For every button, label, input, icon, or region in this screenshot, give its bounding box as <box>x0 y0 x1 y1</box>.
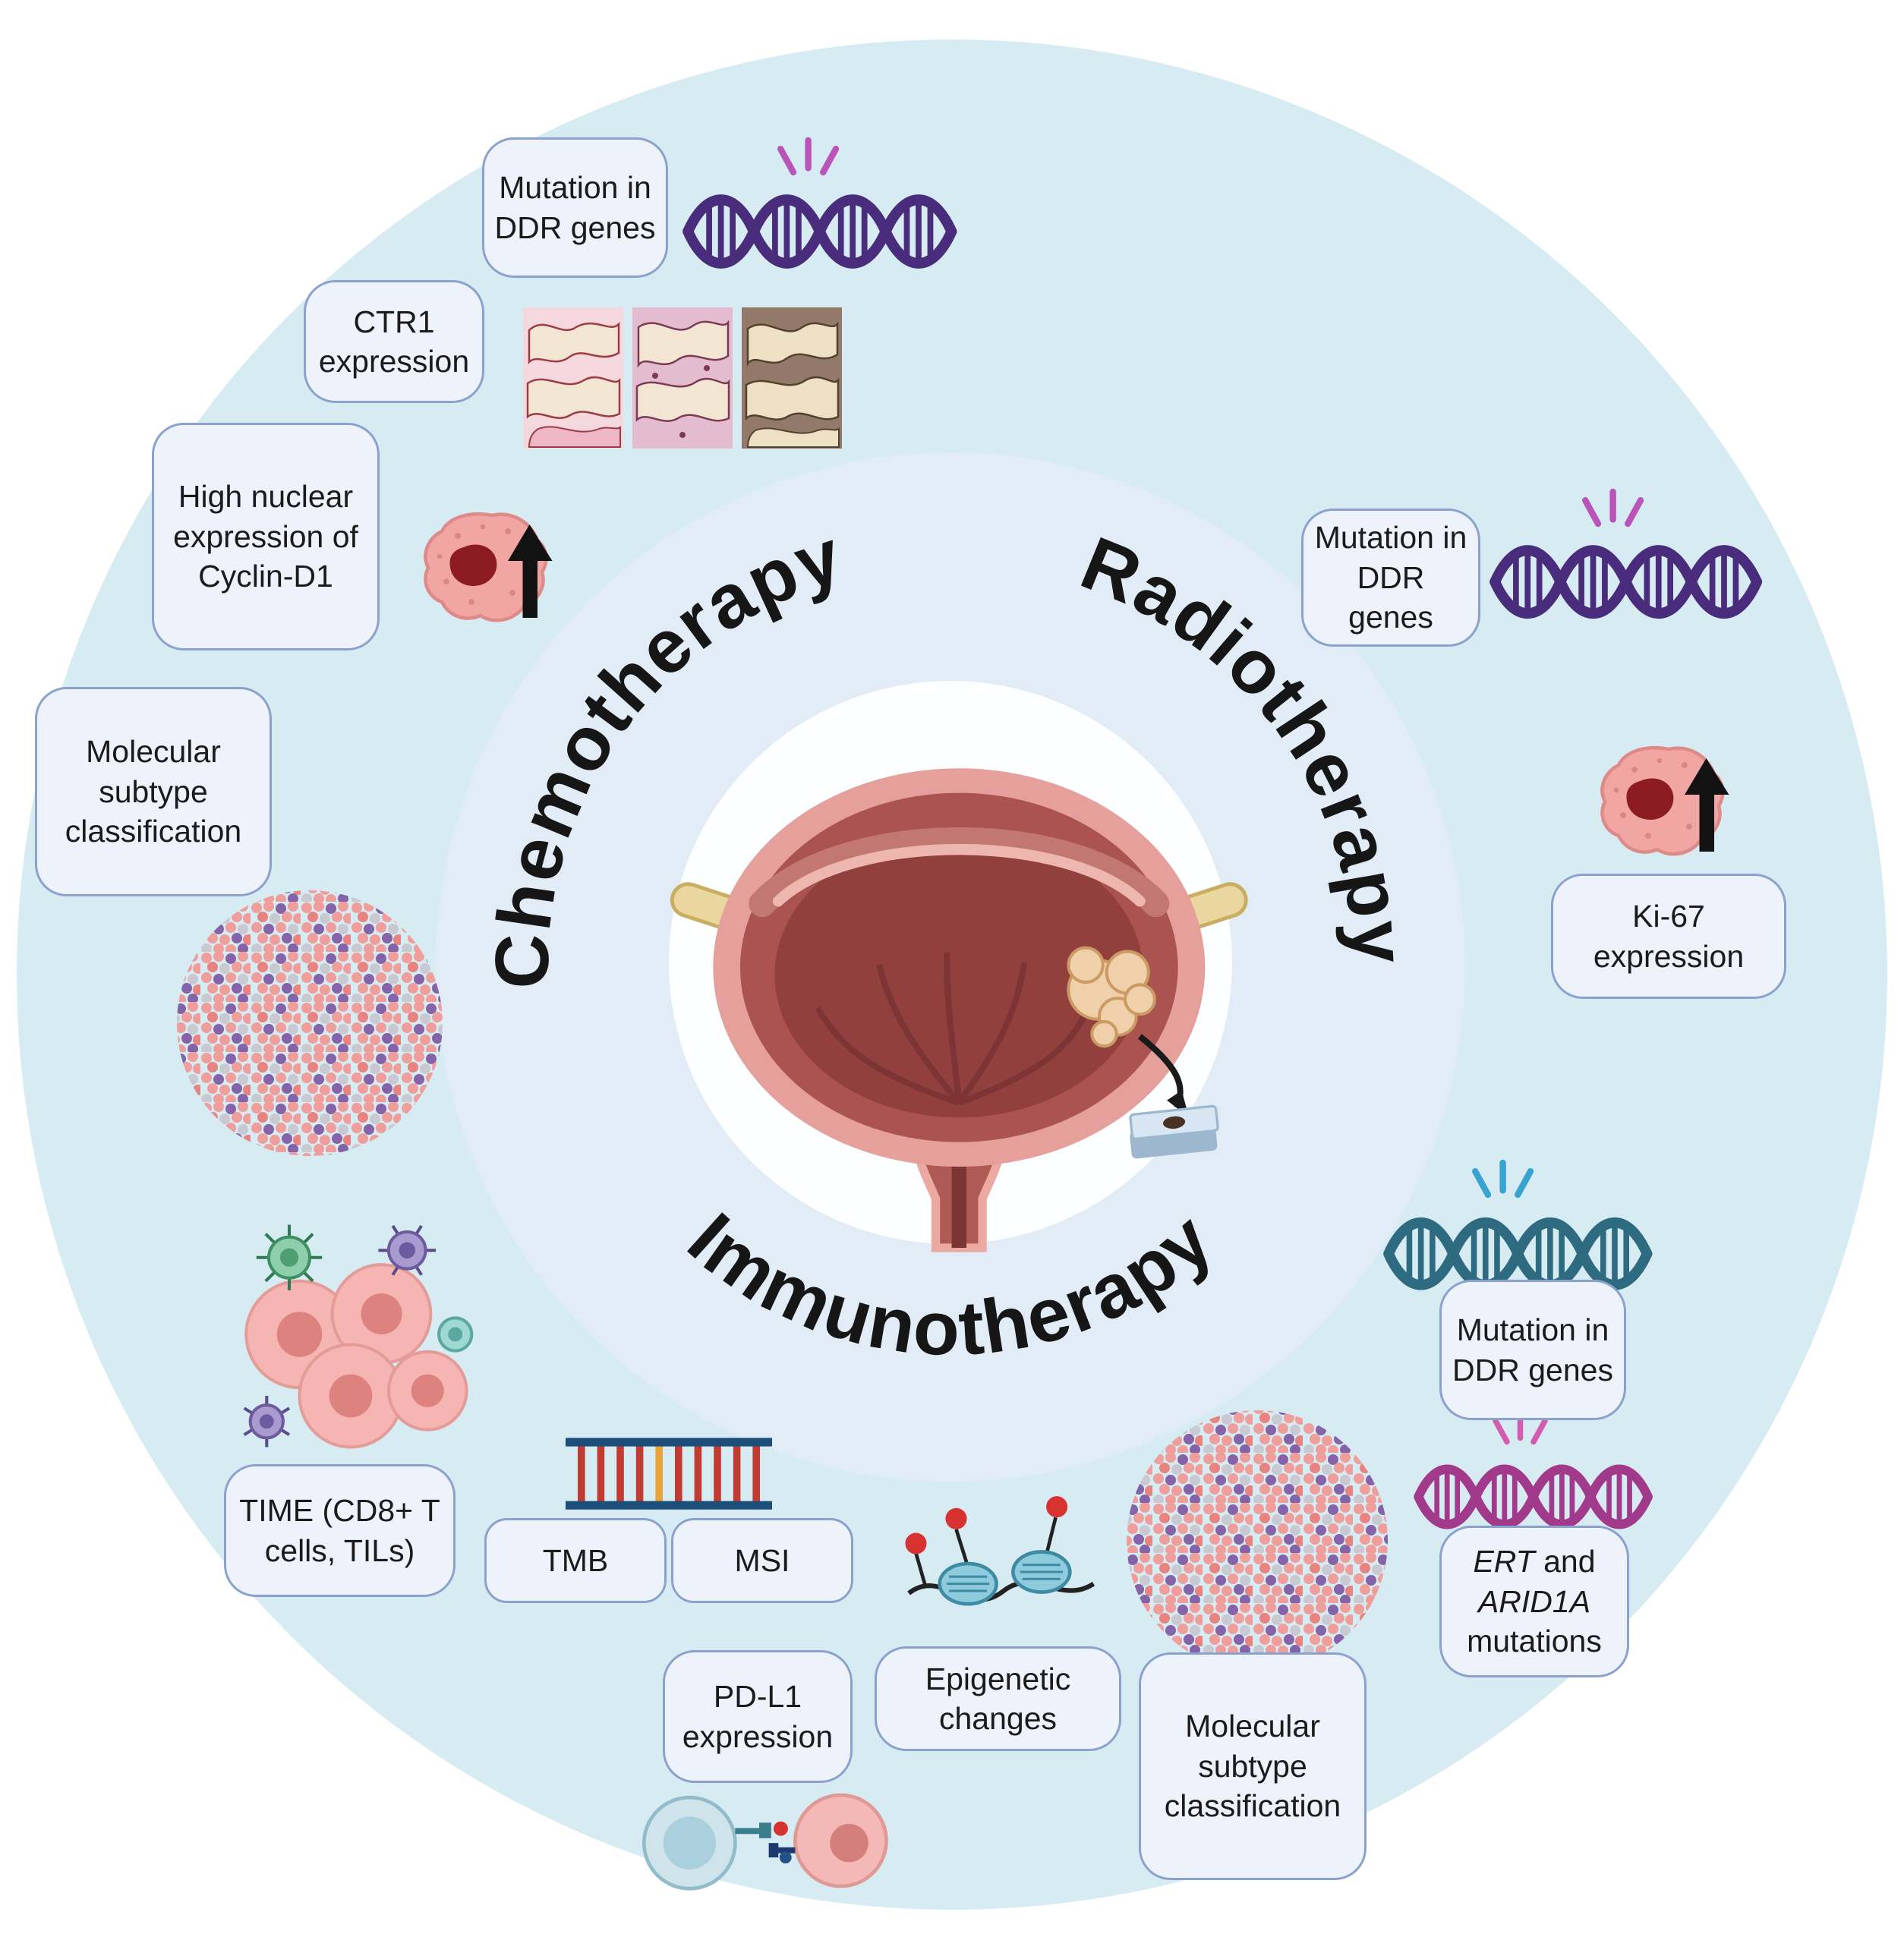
tumor <box>1067 946 1156 1048</box>
bladder-folds <box>815 953 1092 1106</box>
label-text: TMB <box>542 1542 609 1578</box>
label-text: CTR1 expression <box>318 304 470 379</box>
label-text: Mutation in DDR genes <box>494 170 656 245</box>
label-text: MSI <box>734 1542 790 1578</box>
molecular-subtype-dots-icon-right <box>1127 1410 1388 1671</box>
label-text: PD-L1 expression <box>682 1679 834 1754</box>
molecular-subtype-dots-icon-left <box>177 890 443 1156</box>
bladder-illustration <box>670 768 1248 1252</box>
label-text: TIME (CD8+ T cells, TILs) <box>239 1493 440 1568</box>
gene-name-arid1a: ARID1A <box>1477 1583 1591 1619</box>
cyclin-d1-cell-icon <box>425 514 552 620</box>
label-box-ctr1: CTR1 expression <box>304 280 484 403</box>
label-box-ert-arid1a: ERT and ARID1A mutations <box>1439 1526 1629 1677</box>
label-box-cyclin-d1: High nuclear expression of Cyclin-D1 <box>152 423 380 650</box>
gene-name-ert: ERT <box>1473 1544 1535 1580</box>
dna-ladder-icon <box>566 1438 773 1510</box>
label-text: Epigenetic changes <box>925 1661 1071 1736</box>
label-box-time: TIME (CD8+ T cells, TILs) <box>224 1464 456 1597</box>
label-box-msi: MSI <box>671 1518 853 1603</box>
label-box-ddr-radio: Mutation in DDR genes <box>1301 509 1480 647</box>
label-box-ki67: Ki-67 expression <box>1551 874 1786 999</box>
immune-cells-icon <box>243 1224 474 1449</box>
label-box-molecular-subtype-left: Molecular subtype classification <box>35 687 272 896</box>
label-box-ddr-immuno: Mutation in DDR genes <box>1439 1280 1626 1420</box>
label-text: Mutation in DDR genes <box>1314 520 1467 635</box>
label-box-pdl1: PD-L1 expression <box>663 1650 853 1783</box>
label-box-epigenetic: Epigenetic changes <box>875 1646 1121 1751</box>
label-text: Molecular subtype classification <box>65 734 242 849</box>
label-box-ddr-chemo: Mutation in DDR genes <box>482 137 668 278</box>
label-text: ERT and ARID1A mutations <box>1467 1544 1602 1659</box>
label-box-tmb: TMB <box>484 1518 667 1603</box>
label-text: Molecular subtype classification <box>1164 1709 1341 1824</box>
label-text: High nuclear expression of Cyclin-D1 <box>173 479 358 594</box>
label-text: Mutation in DDR genes <box>1452 1312 1613 1388</box>
histology-panels-icon <box>523 307 842 449</box>
biopsy-slide <box>1129 1104 1219 1159</box>
ki67-cell-icon <box>1602 748 1729 854</box>
label-box-molecular-subtype-right: Molecular subtype classification <box>1139 1652 1367 1880</box>
epigenetics-icon <box>905 1496 1095 1606</box>
label-text: Ki-67 expression <box>1593 899 1745 974</box>
pd-l1-interaction-icon <box>641 1793 888 1891</box>
